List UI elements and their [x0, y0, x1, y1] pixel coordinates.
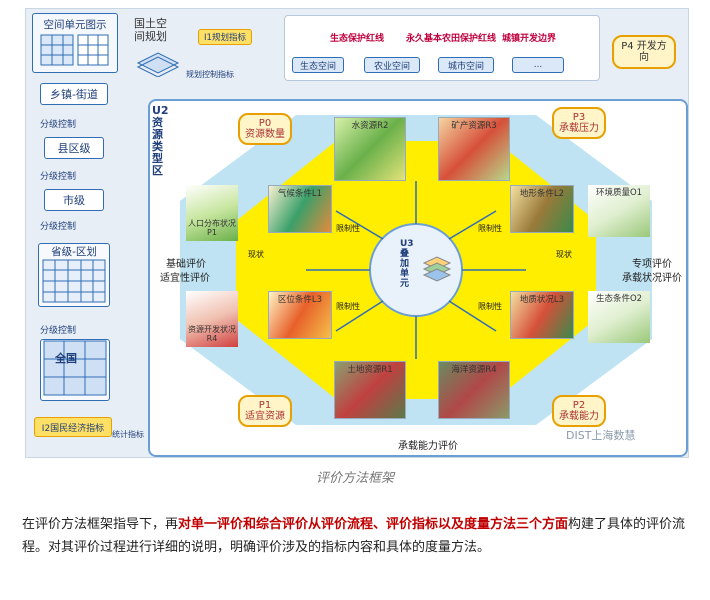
- city-box: 市级: [44, 189, 104, 211]
- control-label-2: 分级控制: [40, 172, 77, 182]
- eco-redline-label: 生态保护红线: [330, 34, 385, 44]
- p4-development-direction: P4 开发方向: [612, 35, 676, 69]
- limit-label-bottom-left: 限制性: [336, 302, 360, 311]
- statistics-index-label: 统计指标: [112, 430, 144, 439]
- evaluation-framework-diagram: 空间单元图示 乡镇-街道 分级控制 县区级 分级控制 市级 分级控制 省级-区划…: [25, 8, 689, 458]
- planning-control-label: 规划控制指标: [186, 70, 234, 79]
- control-label-1: 分级控制: [40, 120, 77, 130]
- tile-ecological-condition: 生态条件O2: [588, 291, 650, 343]
- octagon-field: [180, 115, 652, 425]
- nation-grid-icon: [43, 340, 107, 396]
- tile-location: 区位条件L3: [268, 291, 332, 339]
- tile-environment-quality: 环境质量O1: [588, 185, 650, 237]
- u2-resource-zone-label: U2资源类型区: [152, 104, 169, 177]
- town-street-box: 乡镇-街道: [40, 83, 108, 105]
- limit-label-bottom-right: 限制性: [478, 302, 502, 311]
- bottom-eval-capacity: 承载能力评价: [398, 441, 458, 452]
- body-paragraph: 在评价方法框架指导下，再对单一评价和综合评价从评价流程、评价指标以及度量方法三个…: [22, 513, 690, 559]
- status-label-left: 现状: [248, 250, 264, 259]
- legend-title: 空间单元图示: [43, 19, 107, 31]
- control-label-4: 分级控制: [40, 326, 77, 336]
- right-eval-special: 专项评价: [632, 259, 672, 270]
- paragraph-pre: 在评价方法框架指导下，再: [22, 517, 179, 532]
- limit-label-top-right: 限制性: [478, 224, 502, 233]
- nation-label: 全国: [55, 352, 77, 365]
- county-box: 县区级: [44, 137, 104, 159]
- planning-index-box: I1规划指标: [198, 29, 252, 45]
- tile-population: 人口分布状况 P1: [186, 185, 238, 241]
- left-eval-suitability: 适宜性评价: [160, 273, 210, 284]
- tile-land-resource: 土地资源R1: [334, 361, 406, 419]
- legend-grid-icon: [40, 34, 109, 66]
- tile-landform: 地质状况L3: [510, 291, 574, 339]
- figure-caption: 评价方法框架: [315, 471, 394, 486]
- limit-label-top-left: 限制性: [336, 224, 360, 233]
- tile-water-resource: 水资源R2: [334, 117, 406, 181]
- tile-terrain: 地形条件L2: [510, 185, 574, 233]
- planning-title: 国土空间规划: [134, 17, 167, 43]
- tile-ocean-resource: 海洋资源R4: [438, 361, 510, 419]
- p4-label: P4 开发方向: [621, 41, 667, 63]
- center-unit-label: U3叠加单元: [400, 239, 414, 289]
- eco-space-box: 生态空间: [292, 57, 344, 73]
- center-stack-icon: [422, 256, 452, 282]
- control-label-3: 分级控制: [40, 222, 77, 232]
- province-grid-icon: [42, 259, 106, 303]
- urban-space-box: 城市空间: [438, 57, 494, 73]
- tile-mineral-resource: 矿产资源R3: [438, 117, 510, 181]
- urban-boundary-label: 城镇开发边界: [502, 34, 557, 44]
- planning-stack-icon: [136, 52, 180, 77]
- tile-climate: 气候条件L1: [268, 185, 332, 233]
- left-eval-basic: 基础评价: [166, 259, 206, 270]
- status-label-right: 现状: [556, 250, 572, 259]
- nation-box: 全国: [40, 339, 110, 401]
- paragraph-bold: 对单一评价和综合评价从评价流程、评价指标以及度量方法三个方面: [178, 517, 569, 532]
- province-label: 省级-区划: [51, 246, 97, 258]
- spatial-unit-legend: 空间单元图示: [32, 13, 118, 73]
- tile-resource-development: 资源开发状况 R4: [186, 291, 238, 347]
- province-box: 省级-区划: [38, 243, 110, 307]
- more-space-box: ...: [512, 57, 564, 73]
- watermark: DIST上海数慧: [566, 429, 636, 442]
- national-economy-index-box: I2国民经济指标: [34, 417, 112, 437]
- agri-space-box: 农业空间: [364, 57, 420, 73]
- paragraph-post: 构建了具体的评价流程。对其评价过程进行详细的说明，明确评价涉及的指标内容和具体的…: [22, 517, 686, 555]
- farmland-redline-label: 永久基本农田保护红线: [406, 34, 497, 44]
- right-eval-carrying-status: 承载状况评价: [622, 273, 682, 284]
